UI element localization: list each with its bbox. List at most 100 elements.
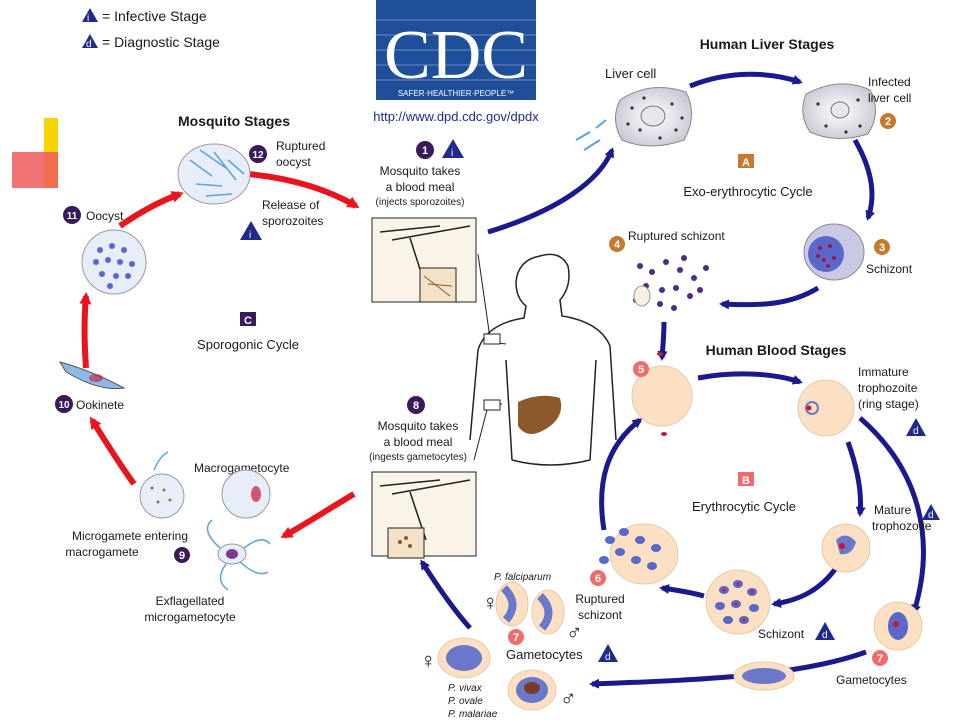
- human-body-outline: [469, 253, 617, 466]
- macrogametocyte-label: Macrogametocyte: [194, 461, 290, 475]
- p-vivax-label: P. vivax: [448, 683, 483, 694]
- step-12-number: 12: [252, 150, 264, 161]
- diagnostic-icon-gametocytes: [598, 644, 618, 662]
- liver-schizont-label: Schizont: [866, 262, 913, 276]
- infective-triangle-icon: [82, 8, 98, 22]
- step-8-line1: Mosquito takes: [378, 419, 459, 433]
- cycle-b-badge: [738, 472, 754, 486]
- microgamete-line1: Microgamete entering: [72, 529, 188, 543]
- liver-schizont: [803, 223, 865, 281]
- dpdx-url: http://www.dpd.cdc.gov/dpdx: [373, 109, 539, 124]
- ruptured-schizont-blood: [599, 523, 679, 585]
- immature-trophozoite-line2: trophozoite: [858, 381, 918, 395]
- immature-trophozoite: [797, 379, 855, 437]
- infective-symbol-sporozoites: i: [249, 230, 251, 241]
- mosquito-injects-box: [371, 217, 477, 303]
- step-6-badge: [590, 570, 606, 586]
- cycle-a-letter: A: [742, 157, 750, 169]
- exo-erythrocytic-cycle-label: Exo-erythrocytic Cycle: [683, 184, 812, 199]
- bite-site-upper: [483, 333, 501, 345]
- step-7-number: 7: [513, 632, 519, 644]
- p-falciparum-label: P. falciparum: [494, 572, 551, 583]
- human-blood-stages-title: Human Blood Stages: [706, 342, 847, 358]
- mosquito-cycle-arrows: [79, 171, 360, 539]
- step-5-badge: [633, 361, 649, 377]
- sporogonic-cycle-label: Sporogonic Cycle: [197, 337, 299, 352]
- infective-icon-step-1: [442, 139, 464, 158]
- step-4-number: 4: [614, 239, 621, 251]
- diagnostic-icon-mature: [922, 504, 940, 520]
- falciparum-gametocytes: [495, 581, 565, 635]
- step-2-number: 2: [885, 116, 891, 128]
- step-9-number: 9: [179, 550, 185, 562]
- step-1-line2: a blood meal: [386, 180, 455, 194]
- release-sporozoites-line1: Release of: [262, 198, 320, 212]
- step-11-badge: [63, 206, 81, 224]
- microgamete-line2: macrogamete: [65, 545, 139, 559]
- diagnostic-icon-schizont: [815, 622, 835, 640]
- step-7b-number: 7: [877, 653, 883, 665]
- sporozoites-icon: [575, 119, 607, 151]
- step-6-number: 6: [595, 573, 601, 585]
- step-5-number: 5: [638, 364, 644, 376]
- infected-liver-cell-line2: liver cell: [868, 91, 911, 105]
- cycle-b-letter: B: [742, 475, 750, 487]
- diagnostic-symbol-gametocytes: d: [605, 652, 611, 663]
- human-liver-stages-title: Human Liver Stages: [700, 36, 835, 52]
- step-8-number: 8: [413, 400, 419, 412]
- release-sporozoites-line2: sporozoites: [262, 214, 323, 228]
- liver-organ-icon: [518, 395, 562, 434]
- step-8-line2: a blood meal: [384, 435, 453, 449]
- cdc-logo-text: CDC: [384, 17, 528, 94]
- exflagellated-line2: microgametocyte: [144, 610, 236, 624]
- mature-trophozoite: [821, 523, 871, 573]
- ookinete: [58, 361, 126, 390]
- cycle-a-badge: [738, 154, 754, 168]
- oocyst-label: Oocyst: [86, 209, 124, 223]
- human-cycle-arrows: [419, 71, 926, 689]
- mature-trophozoite-line1: Mature: [874, 503, 912, 517]
- cycle-c-badge: [240, 312, 256, 326]
- bite-site-lower: [483, 399, 501, 411]
- step-10-number: 10: [58, 400, 70, 411]
- blood-schizont: [705, 569, 771, 635]
- cdc-tagline: SAFER·HEALTHIER·PEOPLE™: [398, 89, 514, 98]
- red-blood-cell-step-5: [631, 365, 693, 427]
- step-4-badge: [609, 236, 625, 252]
- infective-symbol-step-1: i: [451, 148, 453, 159]
- cycle-c-letter: C: [244, 315, 252, 327]
- step-1-line3: (injects sporozoites): [376, 197, 465, 208]
- step-11-number: 11: [67, 211, 78, 222]
- ruptured-oocyst: [177, 143, 251, 205]
- step-12-badge: [249, 145, 267, 163]
- mature-trophozoite-line2: trophozoite: [872, 519, 932, 533]
- ruptured-oocyst-line1: Ruptured: [276, 139, 325, 153]
- male-symbol-2: ♂: [560, 686, 577, 711]
- cdc-logo: CDC SAFER·HEALTHIER·PEOPLE™: [376, 0, 536, 100]
- oocyst: [81, 229, 147, 295]
- step-7b-badge: [872, 650, 888, 666]
- infective-stage-label: = Infective Stage: [102, 8, 207, 24]
- exflagellated-microgametocyte: [206, 519, 271, 591]
- ruptured-schizont-blood-line2: schizont: [578, 608, 623, 622]
- p-ovale-label: P. ovale: [448, 696, 483, 707]
- infected-liver-cell-line1: Infected: [868, 75, 911, 89]
- legend: i = Infective Stage d = Diagnostic Stage: [82, 8, 220, 50]
- exflagellated-line1: Exflagellated: [156, 594, 225, 608]
- female-symbol-2: ♀: [420, 648, 437, 673]
- ruptured-oocyst-line2: oocyst: [276, 155, 311, 169]
- p-malariae-label: P. malariae: [448, 709, 498, 720]
- male-symbol: ♂: [566, 620, 583, 645]
- vivax-gametocytes: [437, 637, 557, 711]
- gametocyte-crescent: [733, 661, 795, 691]
- corner-decoration: [12, 118, 58, 188]
- macrogametocyte: [139, 469, 271, 519]
- mosquito-ingests-box: [371, 471, 477, 559]
- diagnostic-symbol: d: [86, 39, 92, 50]
- ruptured-schizont-liver-label: Ruptured schizont: [628, 229, 725, 243]
- erythrocytic-cycle-label: Erythrocytic Cycle: [692, 499, 796, 514]
- ruptured-schizont-blood-line1: Ruptured: [575, 592, 624, 606]
- step-10-badge: [55, 395, 73, 413]
